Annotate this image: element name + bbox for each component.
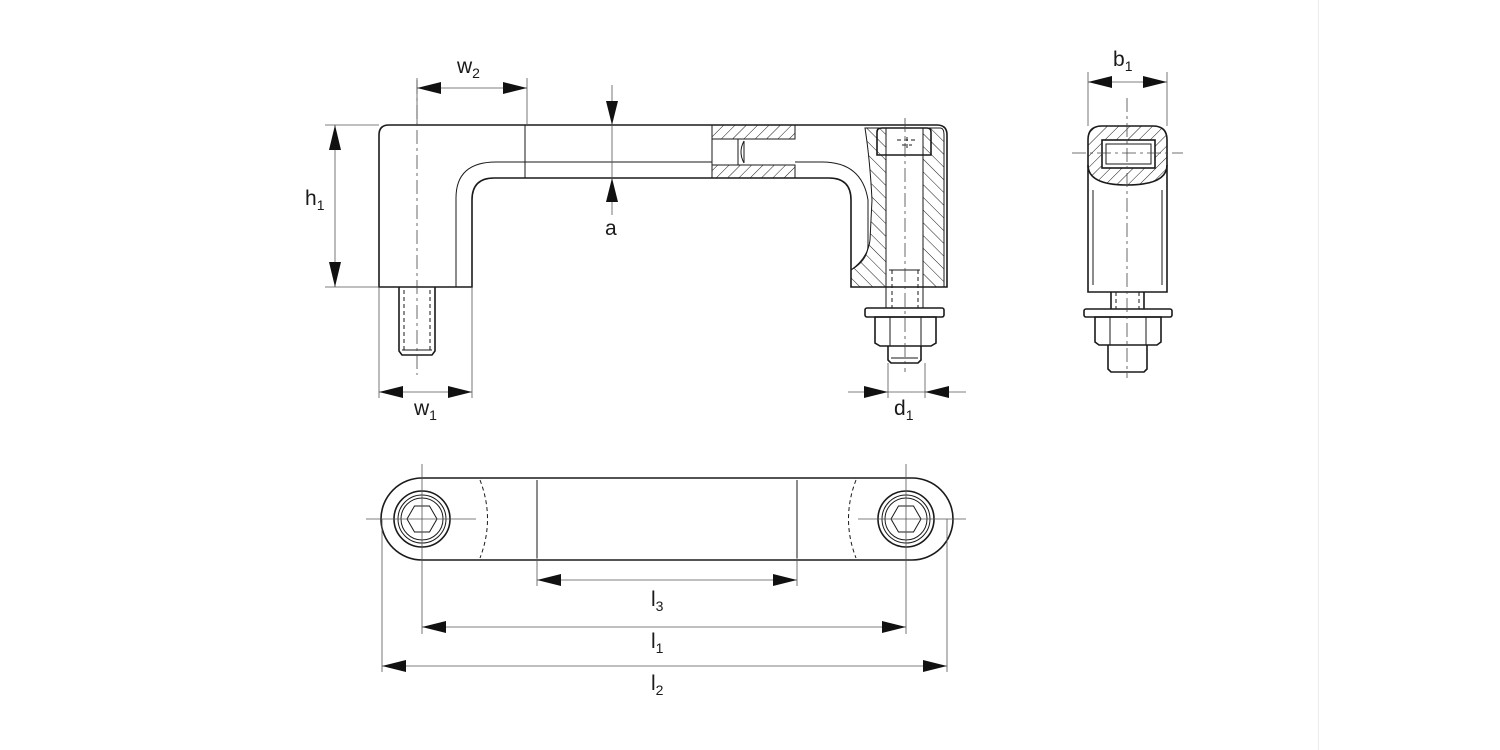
front-view bbox=[378, 80, 948, 375]
stud-left bbox=[398, 287, 436, 356]
dimension-w2: w2 bbox=[416, 55, 528, 125]
top-view bbox=[366, 464, 966, 672]
label-w2: w2 bbox=[456, 55, 480, 81]
label-l2: l2 bbox=[651, 672, 664, 698]
label-h1: h1 bbox=[305, 187, 325, 213]
dimension-l3: l3 bbox=[537, 574, 797, 614]
dimension-b1: b1 bbox=[1087, 48, 1168, 126]
dimension-d1: d1 bbox=[848, 363, 966, 423]
label-b1: b1 bbox=[1113, 48, 1133, 74]
dimension-w1: w1 bbox=[378, 287, 473, 423]
label-w1: w1 bbox=[413, 397, 437, 423]
label-d1: d1 bbox=[894, 397, 914, 423]
page-edge-divider bbox=[1318, 0, 1319, 750]
label-l1: l1 bbox=[651, 630, 664, 656]
label-l3: l3 bbox=[651, 588, 664, 614]
side-view bbox=[1072, 98, 1183, 378]
bolt-front bbox=[864, 127, 945, 364]
dimension-l1: l1 bbox=[422, 621, 906, 656]
label-a: a bbox=[605, 217, 617, 240]
dimension-l2: l2 bbox=[382, 660, 947, 698]
dimension-h1: h1 bbox=[305, 124, 379, 288]
dimension-a: a bbox=[605, 85, 618, 240]
